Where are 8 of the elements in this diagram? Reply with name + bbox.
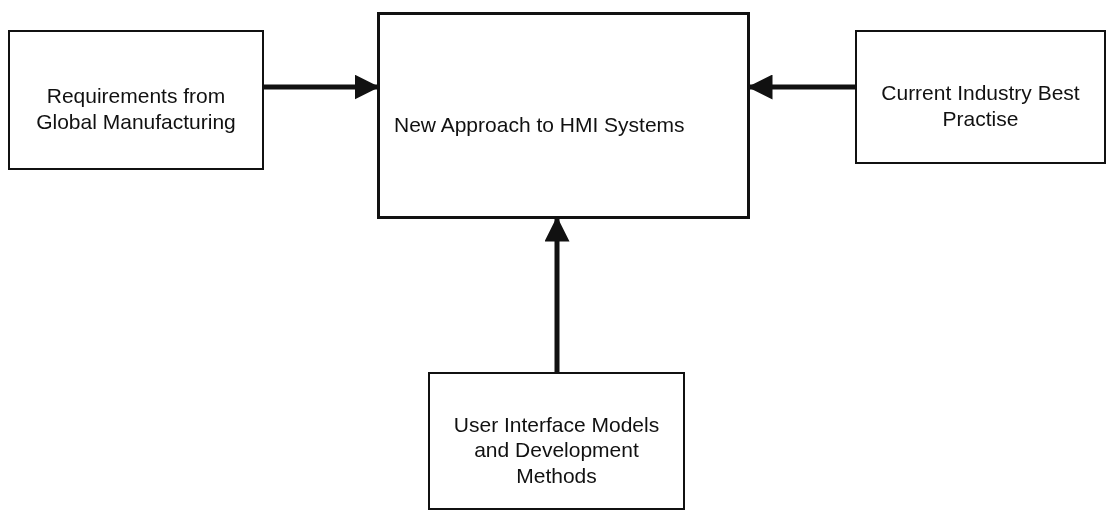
box-label: User Interface Models and Development Methods	[452, 411, 661, 489]
process-box	[428, 372, 685, 510]
process-box	[855, 30, 1106, 164]
box-label: Current Industry Best Practise	[880, 80, 1081, 132]
process-box	[8, 30, 264, 170]
box-label: New Approach to HMI Systems	[394, 111, 685, 138]
box-label: Requirements from Global Manufacturing	[35, 83, 237, 135]
process-box	[377, 12, 750, 219]
